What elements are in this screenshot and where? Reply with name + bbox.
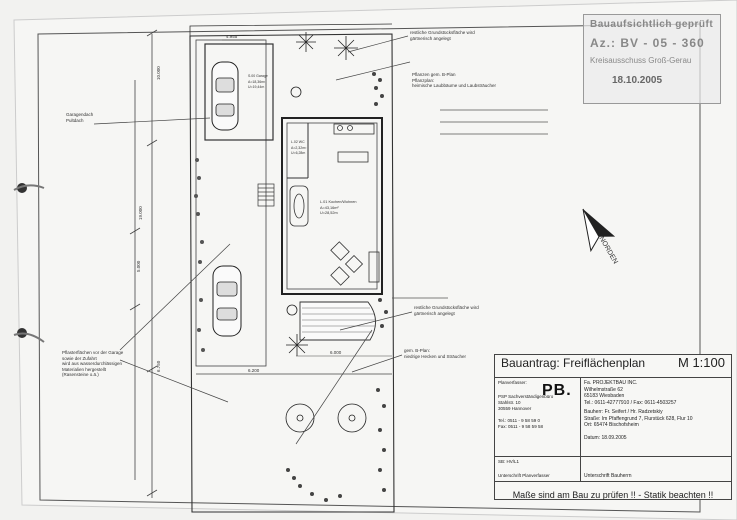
kitchen-counter [333,123,375,163]
plant-icons [285,32,367,433]
north-arrow-icon [582,208,616,253]
title-block-footer: Maße sind am Bau zu prüfen !! - Statik b… [512,490,714,500]
car-garage-icon [211,61,239,131]
strasse-value: Im Pfaffengrund 7, Flurstück 628, Flur 1… [601,415,693,422]
terrace [299,301,376,341]
annotation-planting-mid: gem. B-Plan: niedrige Hecken und Sträuch… [404,348,467,359]
dim-vertical-1: 10.000 [156,66,161,80]
binder-string-top [13,184,45,191]
company-logo: PB. [542,382,572,399]
planverfasser-label: Planverfasser: [498,380,527,385]
stamp-line1: Bauaufsichtlich geprüft [590,19,714,30]
annotation-garage-room: S.00 Garage A=18,36m² U=19,44m [248,74,268,89]
bauherr-value: Fr. Seifert / Hr. Radzetskiy [604,409,663,415]
shrub-dots [286,72,388,502]
title-block-signatures: SB: HV/L1 Unterschrift Planverfasser Unt… [495,457,731,482]
leader-lines [93,35,413,445]
strasse-label: Straße: [584,415,601,422]
stamp-line3: Kreisausschuss Groß-Gerau [590,56,692,65]
plot-boundary [189,33,395,513]
dim-vertical-2: 19.000 [138,206,143,220]
dim-garage-width: 4.955 [226,34,238,39]
dim-horizontal: 6.200 [248,368,260,373]
stamp-line2: Az.: BV - 05 - 360 [590,36,705,50]
annotation-planting-top: Pflanzen gem. B-Plan Pflanzplan: heimisc… [412,72,497,88]
drawing-frame [37,23,701,513]
plan-scale: M 1:100 [678,355,725,370]
company-address: Fa. PROJEKTBAU INC. Wilhelmstraße 62 651… [584,380,677,406]
title-block: Bauantrag: Freiflächenplan M 1:100 Planv… [494,354,732,500]
datum-label: Datum: [584,434,601,441]
approval-stamp: Bauaufsichtlich geprüft Az.: BV - 05 - 3… [583,14,721,104]
note-lines [392,109,548,299]
dim-vertical-3: 5.000 [136,260,141,272]
car-driveway-icon [212,265,242,337]
binder-string-bottom [13,332,45,343]
sign-bauherr: Unterschrift Bauherrn [584,472,632,479]
annotation-greenery-mid: restliche Grundstücksfläche wird gärtner… [414,305,479,316]
annotation-room-main: L.01 Kochen/Wohnen A=43,16m² U=28,52m [320,200,357,215]
dim-vertical-4: 6.750 [156,360,161,372]
ort-label: Ort: [584,422,593,428]
garage-outline [204,43,274,141]
sb-code: SB: HV/L1 [498,459,520,464]
title-block-header: Bauantrag: Freiflächenplan M 1:100 [495,355,731,378]
planverfasser-address: PSP Sachverständigenbüro Stahlstr. 10 30… [498,394,554,429]
stairs [257,183,275,207]
stamp-date: 18.10.2005 [612,75,663,86]
house-outline [281,117,383,295]
plan-title: Bauantrag: Freiflächenplan [501,356,646,370]
bauherr-label: Bauherr: [584,409,604,415]
sign-planverfasser: Unterschrift Planverfasser [498,473,550,478]
planverfasser-cell: Planverfasser: PSP Sachverständigenbüro … [495,378,581,456]
hedge-dots [194,158,205,352]
bauherr-cell: Fa. PROJEKTBAU INC. Wilhelmstraße 62 651… [581,378,731,456]
annotation-paving: Pflasterflächen vor der Garage sowie der… [62,350,124,377]
annotation-garage-roof: Garagendach Pultdach [66,112,94,123]
ort-value: 65474 Bischofsheim [593,422,639,428]
annotation-greenery-top: restliche Grundstücksfläche wird gärtner… [410,30,475,41]
living-furniture [330,241,380,286]
title-block-info: Planverfasser: PSP Sachverständigenbüro … [495,378,731,457]
datum-value: 18.09.2005 [601,434,627,441]
dim-terrace: 6.000 [330,350,342,355]
bathtub [289,185,309,227]
annotation-room-wc: L.02 WC A=2,32m² U=6,28m [291,140,307,155]
